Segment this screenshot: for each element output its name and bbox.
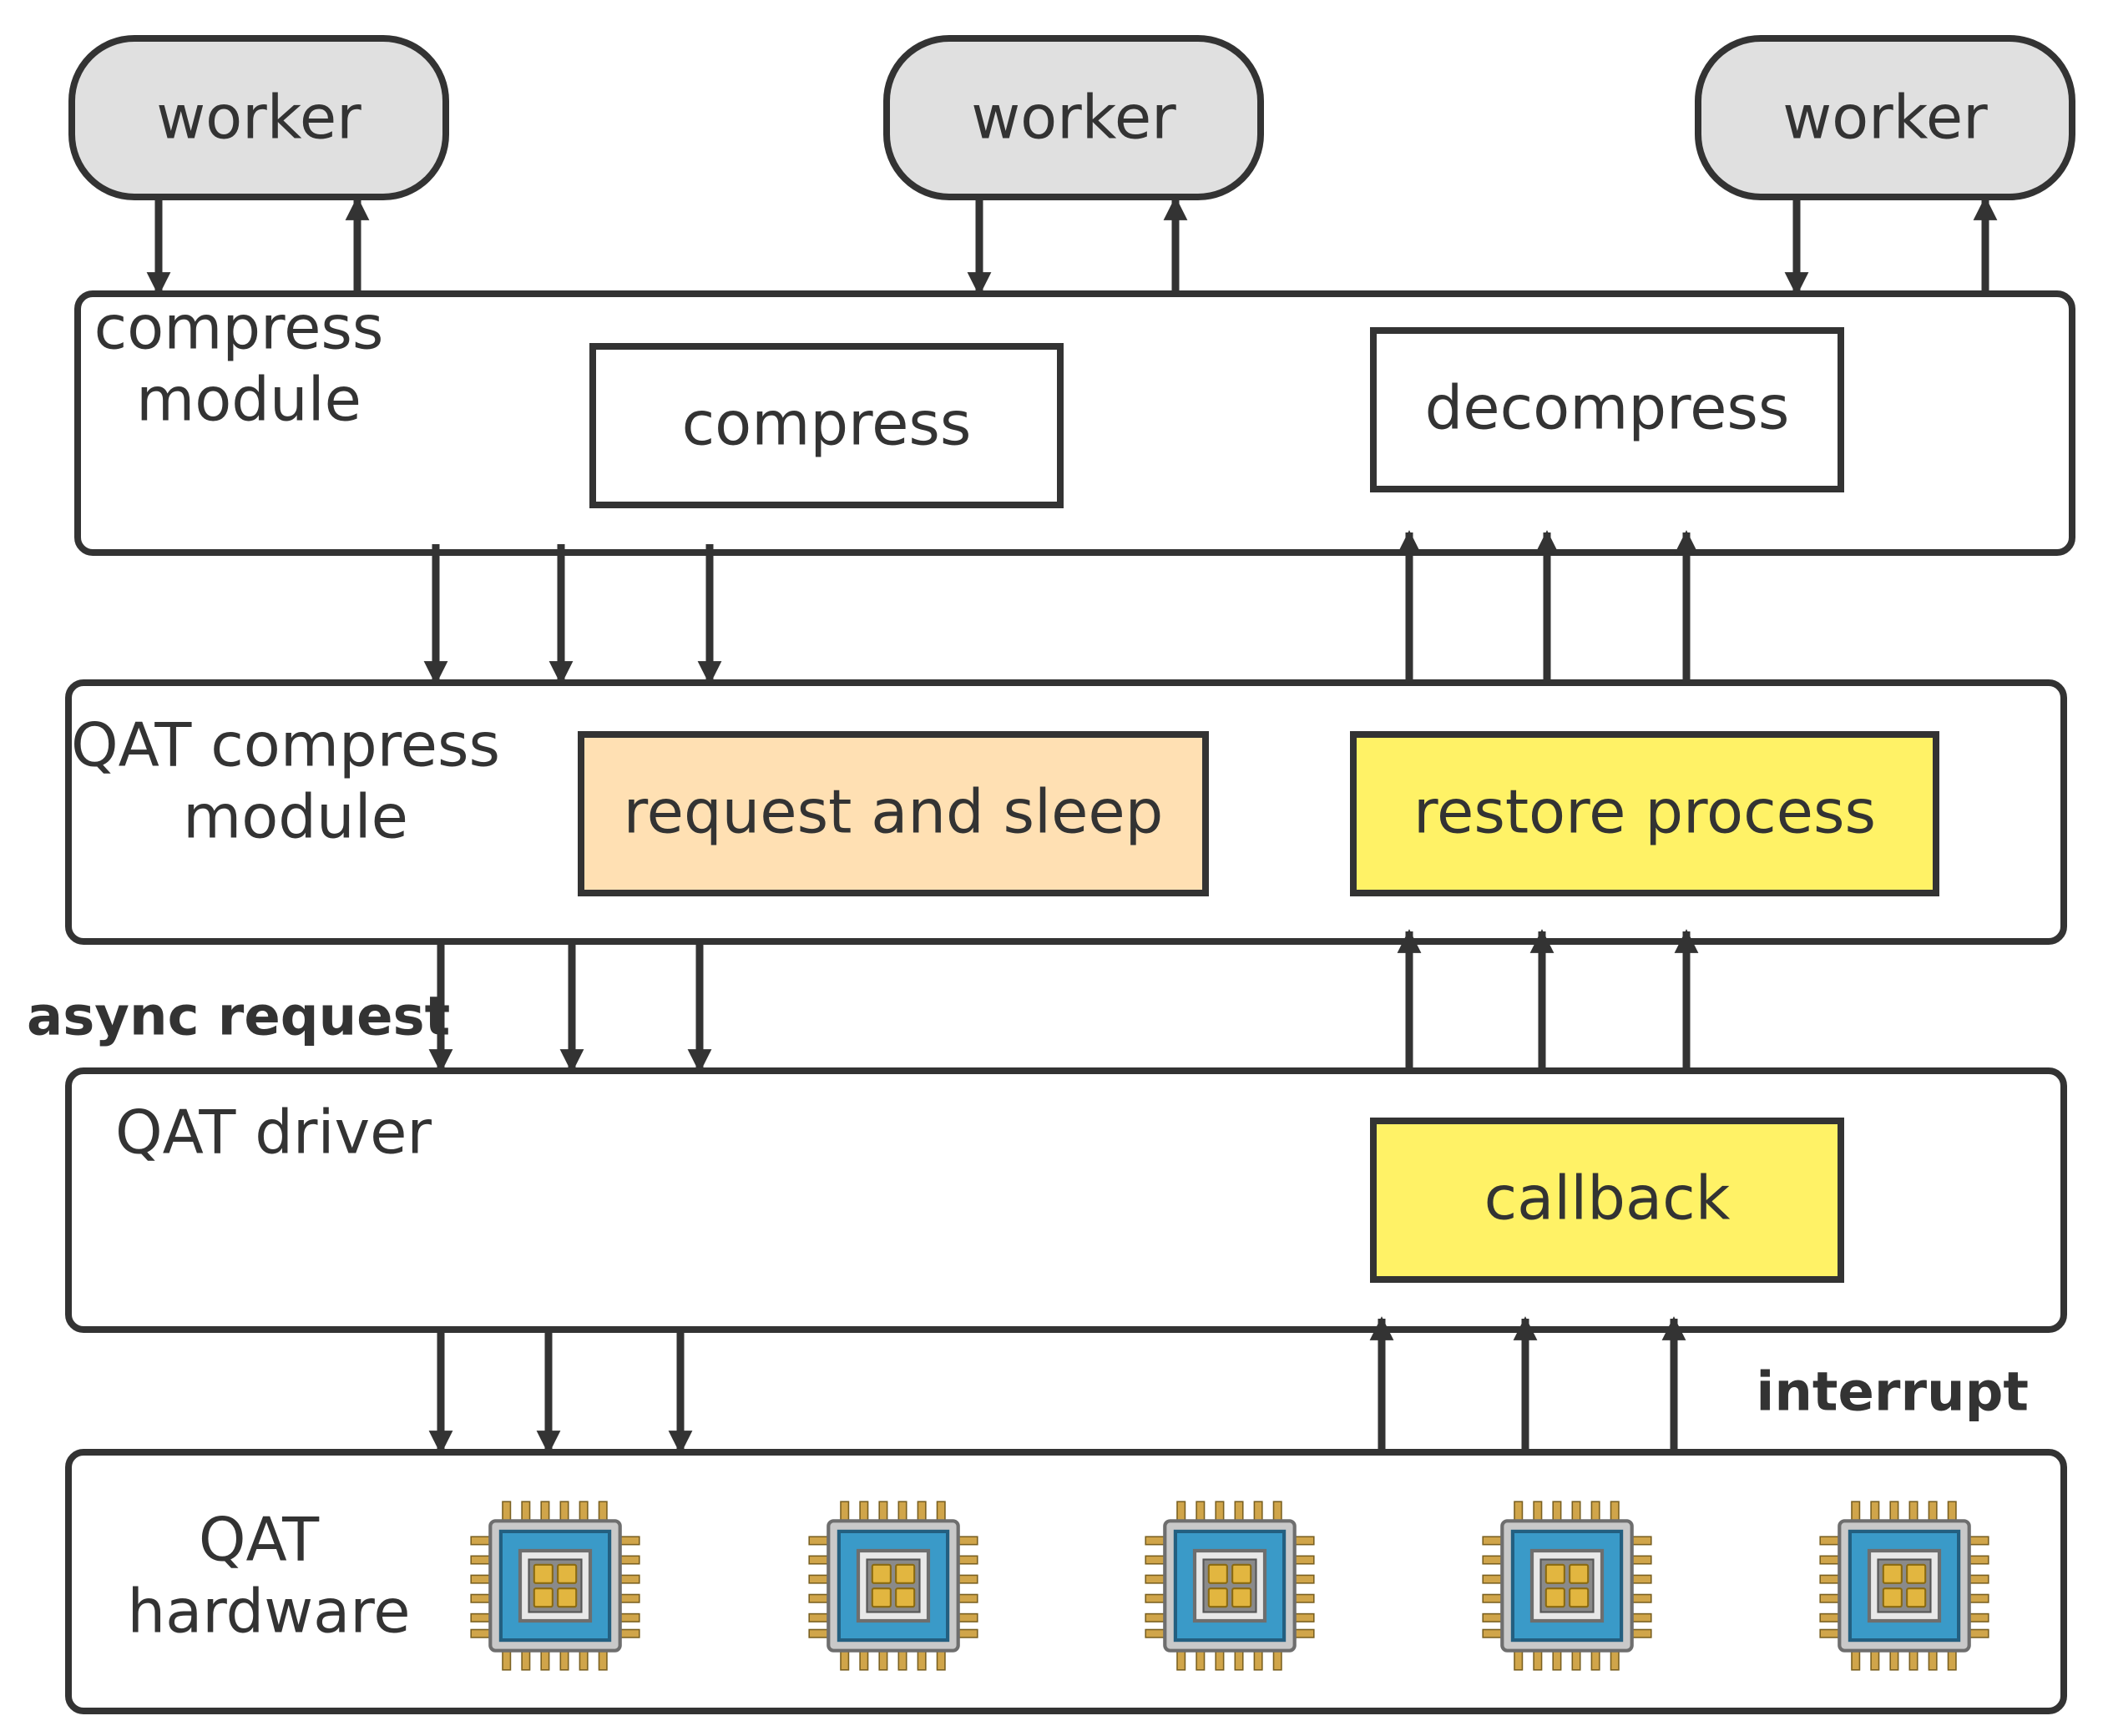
decompress-box-label: decompress — [1425, 373, 1790, 443]
restore-process-box — [1350, 731, 1939, 896]
processor-chip-icon — [1820, 1501, 1989, 1670]
interrupt-annotation: interrupt — [1756, 1362, 2029, 1424]
decompress-box — [1370, 327, 1844, 492]
async-request-annotation: async request — [27, 987, 450, 1048]
restore-process-label: restore process — [1413, 777, 1876, 847]
processor-chip-icon — [471, 1501, 639, 1670]
worker-node: worker — [1695, 35, 2075, 200]
request-and-sleep-box — [578, 731, 1209, 896]
worker-node: worker — [883, 35, 1264, 200]
arrow-group — [146, 196, 1998, 1455]
request-and-sleep-label: request and sleep — [624, 777, 1164, 847]
worker-label: worker — [156, 83, 361, 153]
processor-chip-icon — [1483, 1501, 1651, 1670]
layer-title: module — [183, 782, 408, 852]
qat-driver-layer: QAT driver callback — [65, 1067, 2067, 1333]
worker-label: worker — [971, 83, 1176, 153]
callback-label: callback — [1484, 1163, 1731, 1234]
callback-box — [1370, 1118, 1844, 1283]
compress-module-layer: compress module compress decompress — [74, 290, 2075, 556]
worker-label: worker — [1782, 83, 1988, 153]
layer-title: QAT compress — [71, 710, 500, 780]
compress-box-label: compress — [682, 389, 972, 459]
qat-compress-module-layer: QAT compress module request and sleep re… — [65, 679, 2067, 945]
worker-node: worker — [68, 35, 449, 200]
processor-chip-icon — [1145, 1501, 1314, 1670]
layer-title: compress — [94, 293, 384, 363]
layer-title: QAT driver — [115, 1098, 432, 1168]
layer-title: QAT — [199, 1505, 320, 1575]
layer-title: module — [136, 365, 361, 435]
layer-title: hardware — [127, 1577, 410, 1647]
compress-box — [589, 343, 1064, 508]
processor-chip-icon — [809, 1501, 978, 1670]
qat-hardware-layer: QAT hardware — [65, 1449, 2067, 1714]
